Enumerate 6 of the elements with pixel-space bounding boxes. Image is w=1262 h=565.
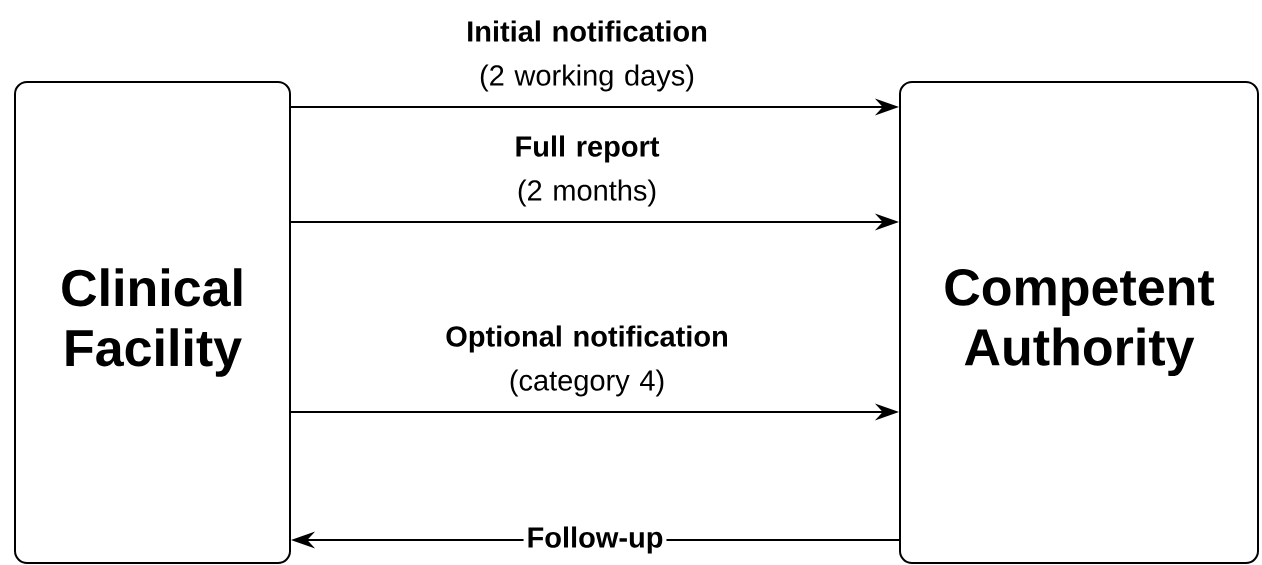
entity-box: Competent Authority — [899, 81, 1259, 564]
edge-label: Full report (2 months) — [516, 135, 660, 207]
edge-label: Initial notification (2 working days) — [468, 20, 707, 92]
entity-box: Clinical Facility — [14, 81, 291, 564]
edge-label: Optional notification (category 4) — [446, 325, 727, 397]
edge-label: Follow-up — [523, 523, 667, 557]
